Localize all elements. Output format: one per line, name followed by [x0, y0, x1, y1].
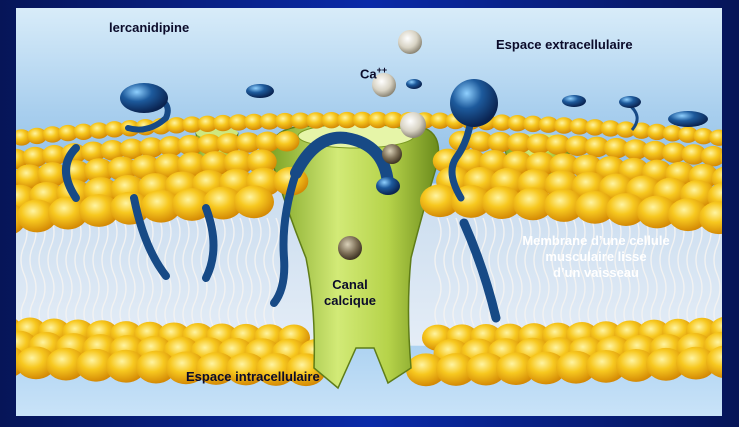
channel-label-line2: calcique — [314, 293, 386, 309]
drug-molecule-2 — [246, 84, 274, 98]
membrane-label-line2: musculaire lisse — [496, 249, 696, 265]
channel-label: Canal calcique — [314, 277, 386, 309]
membrane-illustration: lercanidipine Espace extracellulaire Ca+… — [16, 8, 722, 416]
calcium-ion-3 — [400, 112, 426, 138]
calcium-ion-label-base: Ca — [360, 66, 377, 81]
calcium-ion-1 — [398, 30, 422, 54]
drug-molecule-3 — [406, 79, 422, 89]
membrane-label: Membrane d’une cellule musculaire lisse … — [496, 233, 696, 281]
intracellular-label: Espace intracellulaire — [186, 369, 320, 385]
calcium-ion-label-charge: ++ — [377, 65, 388, 75]
membrane-label-line1: Membrane d’une cellule — [496, 233, 696, 249]
membrane-label-line3: d’un vaisseau — [496, 265, 696, 281]
drug-label: lercanidipine — [109, 20, 189, 36]
channel-label-line1: Canal — [314, 277, 386, 293]
lipid-head — [234, 186, 274, 219]
lipid-head — [274, 131, 299, 152]
calcium-ion-5 — [338, 236, 362, 260]
drug-molecule-5 — [562, 95, 586, 107]
drug-molecule-7 — [668, 111, 708, 127]
calcium-ion-4 — [382, 144, 402, 164]
extracellular-label: Espace extracellulaire — [496, 37, 633, 53]
calcium-ion-label: Ca++ — [360, 62, 387, 82]
